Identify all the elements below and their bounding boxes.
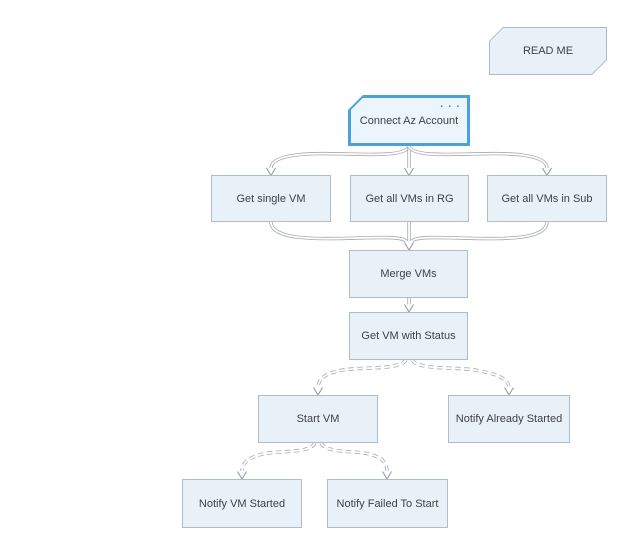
edge-line-highlight (241, 442, 316, 472)
edge-line (316, 358, 408, 389)
edge-get-vm-with-status-to-notify-already-started[interactable] (410, 358, 515, 397)
node-get-vm-with-status[interactable]: Get VM with Status (349, 312, 468, 360)
node-notify-vm-started[interactable]: Notify VM Started (182, 479, 302, 528)
arrowhead (381, 471, 393, 481)
node-label: Notify Failed To Start (336, 497, 439, 510)
node-merge-vms[interactable]: Merge VMs (349, 250, 468, 298)
node-notify-already-started[interactable]: Notify Already Started (448, 395, 570, 443)
node-connect-az-account-body: Connect Az Account . . . (350, 97, 468, 144)
edge-start-vm-to-notify-failed-to-start[interactable] (319, 441, 393, 481)
arrowhead (503, 387, 515, 397)
node-read-me-body: READ ME (490, 28, 606, 74)
edge-line (269, 145, 411, 169)
edge-get-single-vm-to-merge-vms[interactable] (269, 221, 408, 243)
node-start-vm[interactable]: Start VM (258, 395, 378, 443)
edge-start-vm-to-notify-vm-started[interactable] (236, 441, 317, 481)
edge-line-highlight (411, 221, 548, 242)
edge-connect-to-get-all-vms-in-sub[interactable] (407, 145, 553, 177)
edge-connect-to-get-single-vm[interactable] (265, 145, 411, 177)
edge-line-highlight (411, 359, 510, 389)
node-label: Notify Already Started (455, 413, 563, 425)
edge-get-vm-with-status-to-start-vm[interactable] (312, 358, 408, 397)
node-get-all-vms-in-sub[interactable]: Get all VMs in Sub (487, 175, 607, 222)
node-notify-failed-to-start[interactable]: Notify Failed To Start (327, 479, 448, 528)
edge-line-highlight (270, 146, 410, 169)
node-label: READ ME (522, 45, 574, 57)
node-connect-az-account[interactable]: Connect Az Account . . . (348, 95, 470, 146)
node-read-me[interactable]: READ ME (489, 27, 607, 75)
arrowhead (403, 242, 415, 252)
arrowhead (403, 304, 415, 314)
edge-merge-vms-to-get-vm-with-status[interactable] (403, 298, 415, 314)
edge-line (407, 145, 549, 169)
edge-line-highlight (270, 221, 407, 242)
node-label: Get VM with Status (361, 330, 456, 342)
edge-line-highlight (408, 146, 548, 169)
node-label: Connect Az Account (359, 114, 459, 127)
node-label: Start VM (296, 413, 340, 425)
edge-get-all-vms-in-sub-to-merge-vms[interactable] (403, 221, 549, 252)
edge-line-highlight (320, 442, 388, 472)
node-get-single-vm[interactable]: Get single VM (211, 175, 331, 222)
more-options-icon[interactable]: . . . (440, 97, 461, 110)
arrowhead (236, 471, 248, 481)
node-label: Get all VMs in Sub (501, 192, 593, 205)
node-label: Get all VMs in RG (365, 192, 454, 205)
edge-line-highlight (317, 359, 407, 389)
node-label: Notify VM Started (198, 497, 286, 510)
node-label: Merge VMs (380, 268, 437, 280)
arrowhead (312, 387, 324, 397)
node-get-all-vms-in-rg[interactable]: Get all VMs in RG (350, 175, 469, 222)
node-label: Get single VM (236, 192, 306, 205)
